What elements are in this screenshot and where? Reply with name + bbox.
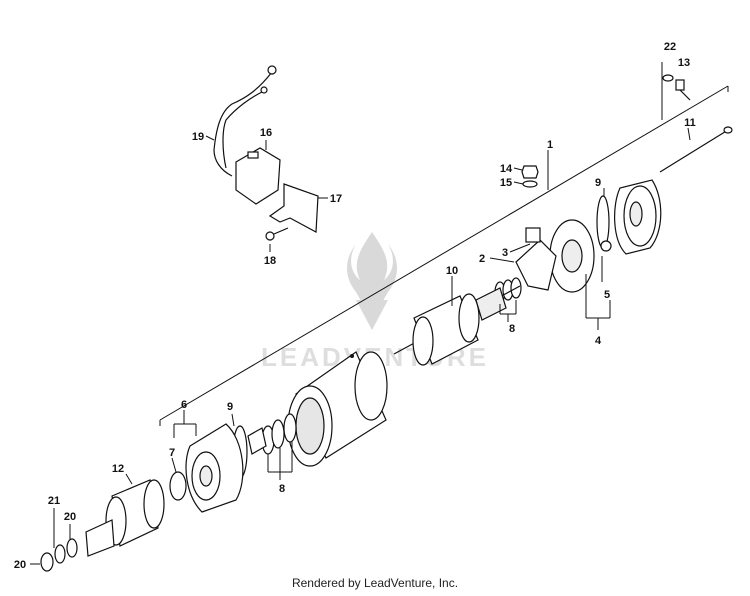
callout-20-bottom: 20 (14, 559, 26, 571)
callout-3: 3 (502, 247, 508, 259)
rear-cover (614, 179, 662, 255)
callout-12: 12 (112, 463, 124, 475)
callout-18: 18 (264, 255, 276, 267)
callout-1: 1 (547, 139, 553, 151)
callout-6: 6 (181, 399, 187, 411)
washer-20-a (66, 538, 78, 558)
callout-10: 10 (446, 265, 458, 277)
callout-8-left: 8 (279, 483, 285, 495)
callout-5: 5 (604, 289, 610, 301)
callout-14: 14 (500, 163, 513, 175)
nut-14 (521, 165, 539, 179)
callout-7: 7 (169, 447, 175, 459)
starter-relay (235, 147, 281, 205)
callout-21: 21 (48, 495, 60, 507)
footer-credit: Rendered by LeadVenture, Inc. (291, 576, 459, 590)
callout-16: 16 (260, 127, 272, 139)
flame-logo-icon (346, 232, 398, 330)
washer-20-b (40, 552, 54, 572)
washer-15 (522, 180, 538, 188)
o-ring-right (596, 195, 610, 249)
bracket-line-1 (159, 85, 729, 426)
callout-13: 13 (678, 57, 690, 69)
callout-22: 22 (664, 41, 676, 53)
callout-9-left: 9 (227, 401, 233, 413)
leader-lines (30, 127, 691, 565)
wire-harness (213, 65, 277, 177)
armature (393, 285, 521, 366)
through-bolt (659, 126, 733, 173)
callouts: 1 2 3 4 5 6 7 8 8 9 9 10 11 12 13 14 15 … (14, 41, 696, 571)
callout-4: 4 (595, 335, 602, 347)
callout-8-right: 8 (509, 323, 515, 335)
terminal-assembly (515, 227, 557, 291)
bolt-18 (265, 227, 289, 241)
brush-holder-plate (549, 219, 612, 293)
callout-17: 17 (330, 193, 342, 205)
callout-15: 15 (500, 177, 512, 189)
drive-gear (85, 479, 165, 557)
callout-9-right: 9 (595, 177, 601, 189)
relay-bracket (268, 183, 319, 233)
o-ring-7 (169, 471, 187, 501)
washer-21 (54, 544, 66, 564)
motor-yoke (287, 351, 388, 467)
callout-11: 11 (684, 117, 696, 129)
shim-washers-left (247, 413, 297, 455)
callout-20-top: 20 (64, 511, 76, 523)
callout-19: 19 (192, 131, 204, 143)
front-cover (185, 423, 244, 513)
bolt-13 (662, 74, 691, 101)
callout-2: 2 (479, 253, 485, 265)
